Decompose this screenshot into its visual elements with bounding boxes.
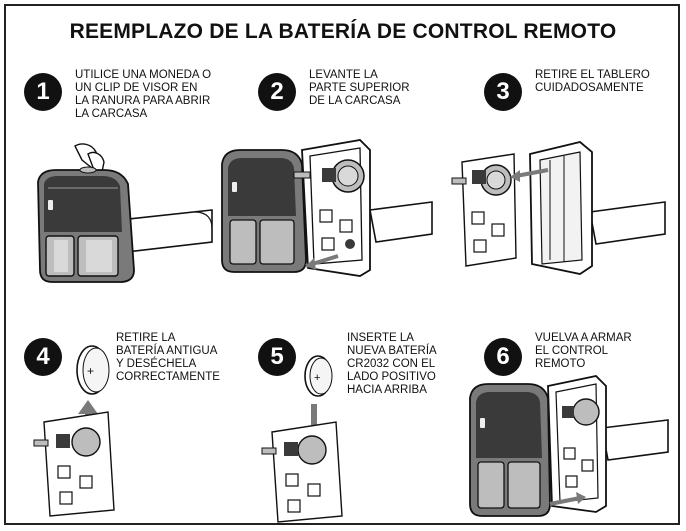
step-1-line-4: LA CARCASA [75, 108, 148, 120]
step-6-illustration [462, 372, 672, 520]
battery-plus-sign-2: + [314, 372, 320, 384]
step-5-line-4: LADO POSITIVO [347, 371, 436, 383]
page-title: REEMPLAZO DE LA BATERÍA DE CONTROL REMOT… [69, 20, 617, 43]
step-3-line-1: RETIRE EL TABLERO [535, 69, 650, 81]
step-5-line-1: INSERTE LA [347, 332, 414, 344]
step-5-text: INSERTE LA NUEVA BATERÍA CR2032 CON EL L… [347, 332, 437, 397]
step-5-badge: 5 [258, 338, 296, 376]
step-4-line-2: BATERÍA ANTIGUA [116, 345, 218, 357]
step-6-line-3: REMOTO [535, 358, 586, 370]
step-4-illustration: + [30, 340, 160, 520]
step-2-badge: 2 [258, 73, 296, 111]
step-2-illustration [210, 120, 435, 280]
step-5-line-2: NUEVA BATERÍA [347, 345, 437, 357]
step-4-text: RETIRE LA BATERÍA ANTIGUA Y DESÉCHELA CO… [116, 332, 220, 384]
step-4-line-1: RETIRE LA [116, 332, 176, 344]
step-6-badge: 6 [484, 338, 522, 376]
step-1-badge: 1 [24, 73, 62, 111]
step-2-line-3: DE LA CARCASA [309, 95, 401, 107]
step-1-line-3: LA RANURA PARA ABRIR [75, 95, 211, 107]
step-4-badge: 4 [24, 338, 62, 376]
battery-plus-sign: + [87, 364, 94, 378]
step-1-illustration [30, 140, 215, 290]
step-2-line-2: PARTE SUPERIOR [309, 82, 410, 94]
step-1-line-1: UTILICE UNA MONEDA O [75, 69, 212, 81]
step-5-illustration: + [260, 352, 380, 524]
step-5-line-3: CR2032 CON EL [347, 358, 436, 370]
step-6-line-1: VUELVA A ARMAR [535, 332, 632, 344]
step-4-line-4: CORRECTAMENTE [116, 371, 220, 383]
step-3-line-2: CUIDADOSAMENTE [535, 82, 644, 94]
step-3-illustration [440, 120, 670, 280]
step-1-text: UTILICE UNA MONEDA O UN CLIP DE VISOR EN… [75, 69, 211, 121]
step-4-line-3: Y DESÉCHELA [116, 358, 197, 370]
step-3-badge: 3 [484, 73, 522, 111]
step-3-text: RETIRE EL TABLERO CUIDADOSAMENTE [535, 69, 650, 95]
step-2-line-1: LEVANTE LA [309, 69, 378, 81]
step-6-text: VUELVA A ARMAR EL CONTROL REMOTO [535, 332, 632, 371]
step-2-text: LEVANTE LA PARTE SUPERIOR DE LA CARCASA [309, 69, 410, 108]
step-1-line-2: UN CLIP DE VISOR EN [75, 82, 198, 94]
step-6-line-2: EL CONTROL [535, 345, 609, 357]
step-5-line-5: HACIA ARRIBA [347, 384, 427, 396]
